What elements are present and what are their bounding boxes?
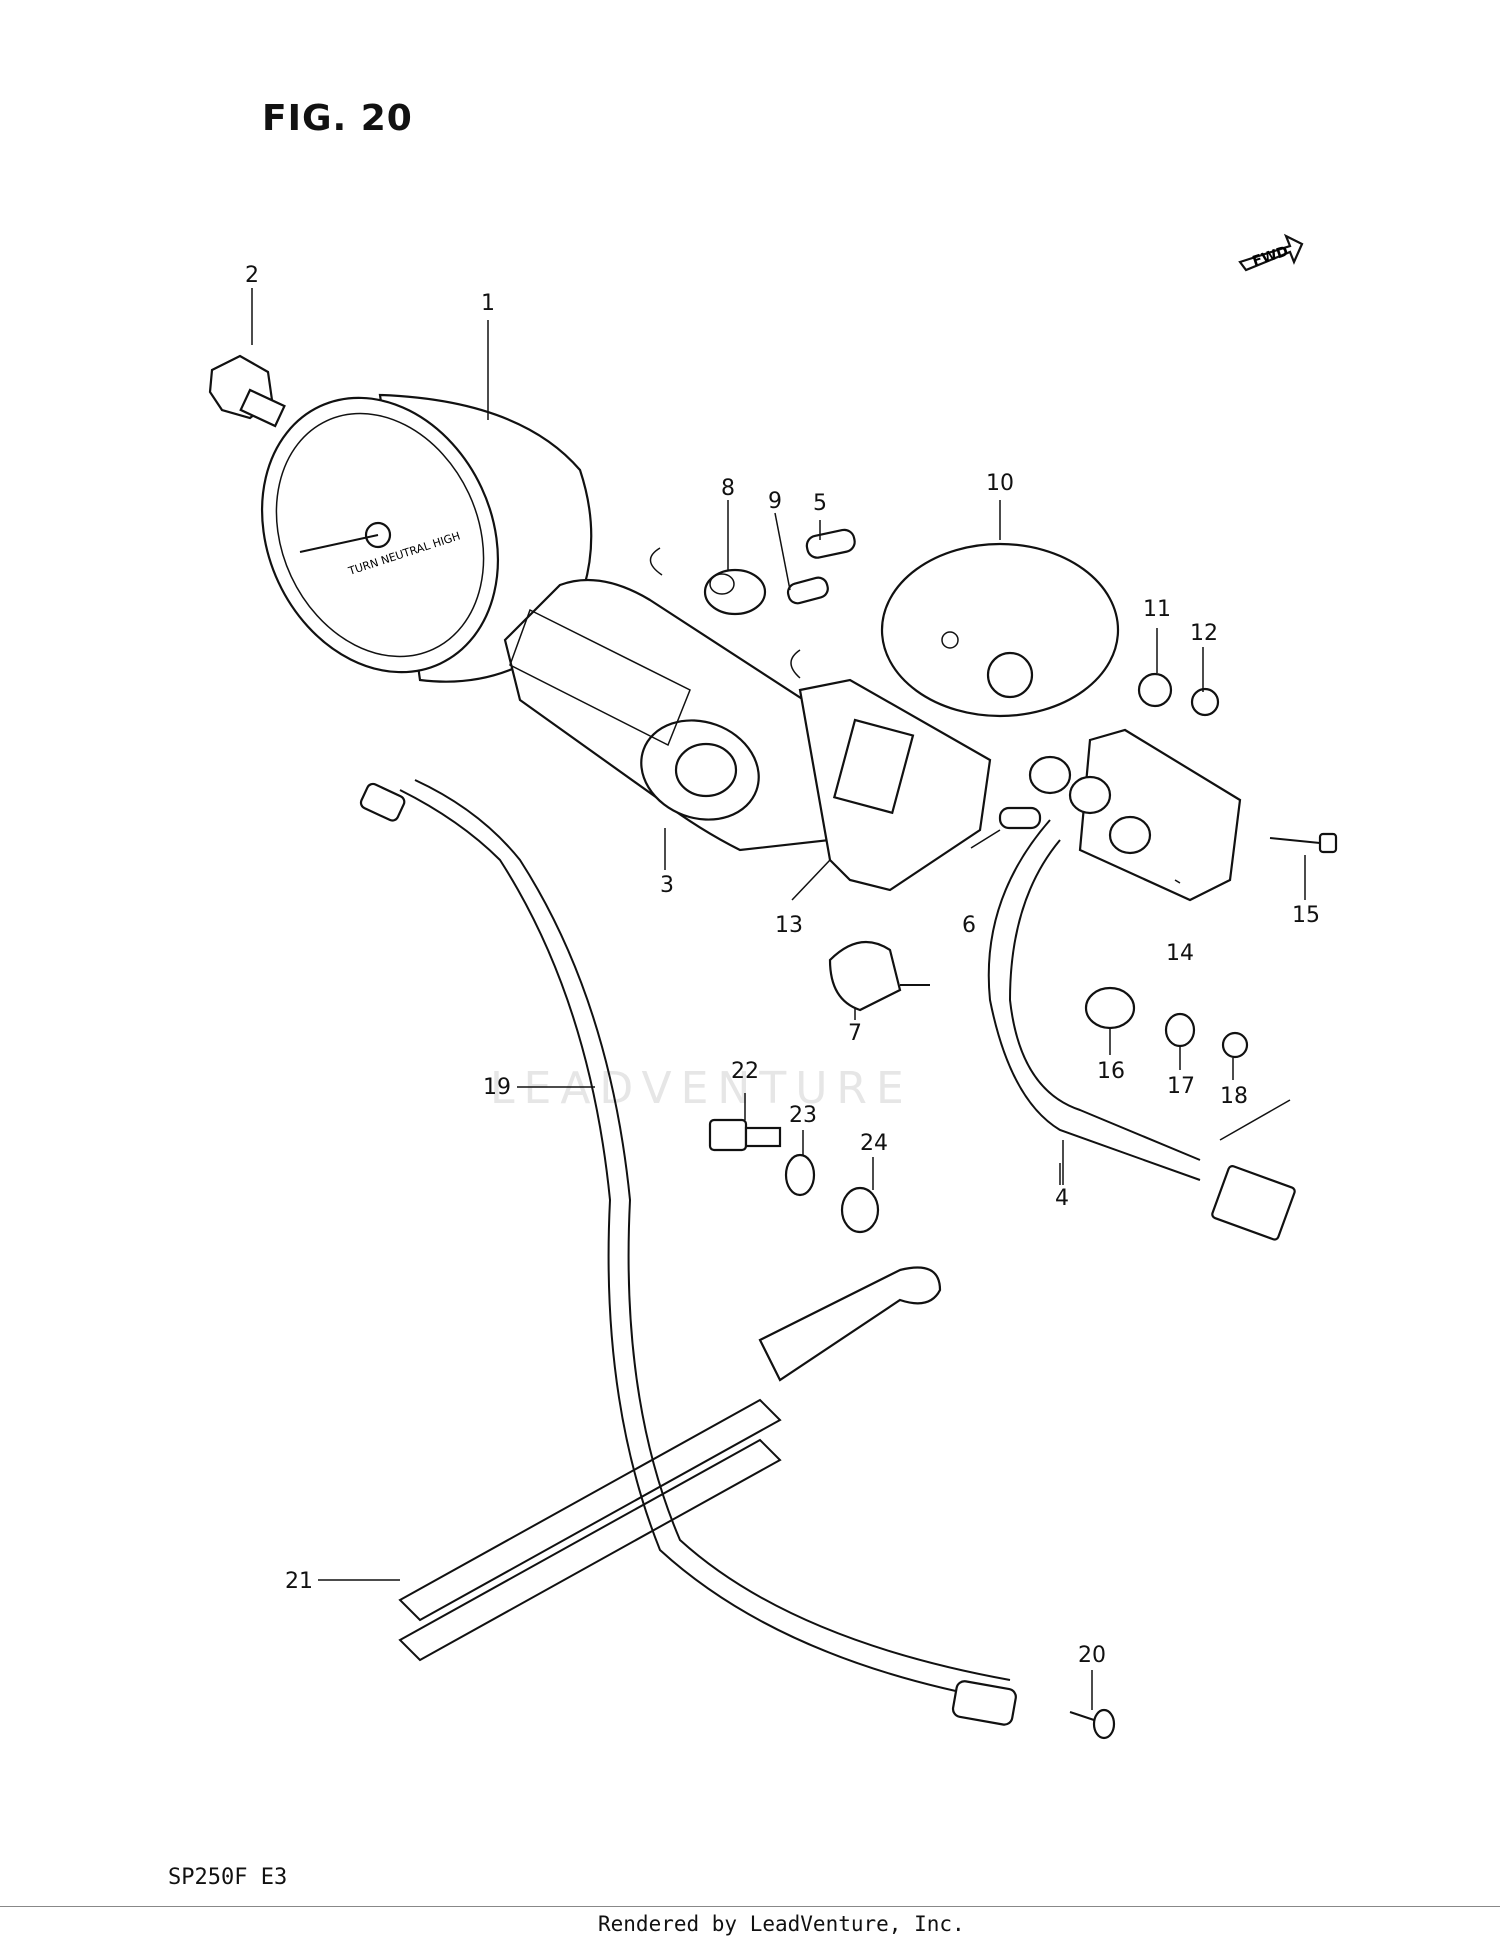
- callout-7: 7: [848, 1021, 862, 1046]
- part-23-washer: [784, 1153, 816, 1197]
- callout-4: 4: [1055, 1186, 1069, 1211]
- part-11-washer: [1137, 672, 1173, 708]
- footer: Rendered by LeadVenture, Inc.: [0, 1906, 1500, 1942]
- callout-10: 10: [986, 471, 1014, 496]
- callout-8: 8: [721, 476, 735, 501]
- part-16-grommet: [1084, 986, 1136, 1030]
- leader-lines: [251, 288, 1306, 1710]
- callout-18: 18: [1220, 1084, 1248, 1109]
- part-7-plate: [828, 940, 930, 1012]
- callout-2: 2: [245, 263, 259, 288]
- callout-15: 15: [1292, 903, 1320, 928]
- callout-11: 11: [1143, 597, 1171, 622]
- part-14-socket-board: [998, 728, 1242, 902]
- figure-title: FIG. 20: [262, 98, 413, 139]
- part-22-bolt: [708, 1118, 782, 1152]
- callout-labels: 2 1 3 4 5 6 7 8 9 10 11 12 13 14 15 16 1…: [245, 263, 1320, 1668]
- part-17-washer: [1164, 1012, 1196, 1048]
- callout-22: 22: [731, 1059, 759, 1084]
- part-4-wire-harness: [987, 819, 1296, 1241]
- callout-24: 24: [860, 1131, 888, 1156]
- callout-13: 13: [775, 913, 803, 938]
- model-code: SP250F E3: [168, 1865, 288, 1890]
- part-9-bulb: [786, 576, 829, 605]
- callout-12: 12: [1190, 621, 1218, 646]
- part-3-housing: [503, 578, 858, 852]
- part-8-grommet: [703, 568, 767, 616]
- callout-16: 16: [1097, 1059, 1125, 1084]
- callout-6: 6: [962, 913, 976, 938]
- callout-20: 20: [1078, 1643, 1106, 1668]
- clip: [790, 649, 801, 679]
- callout-17: 17: [1167, 1074, 1195, 1099]
- callout-21: 21: [285, 1569, 313, 1594]
- part-21-cable-guide: [398, 1266, 942, 1662]
- part-20-screw: [1069, 1708, 1116, 1740]
- part-12-nut: [1190, 687, 1220, 717]
- callout-5: 5: [813, 491, 827, 516]
- callout-3: 3: [660, 873, 674, 898]
- part-19-speedometer-cable: [359, 779, 1017, 1726]
- callout-23: 23: [789, 1103, 817, 1128]
- callout-1: 1: [481, 291, 495, 316]
- callout-9: 9: [768, 489, 782, 514]
- watermark: LEADVENTURE: [490, 1063, 913, 1114]
- part-10-meter-case: [880, 542, 1120, 718]
- part-24-washer: [840, 1186, 880, 1234]
- callout-14: 14: [1166, 941, 1194, 966]
- fwd-label: FWD: [1251, 243, 1291, 270]
- part-18-nut: [1221, 1031, 1249, 1059]
- part-15-screw: [1269, 832, 1338, 854]
- part-1-speedometer: TURN NEUTRAL HIGH: [260, 393, 593, 683]
- part-5-bulb: [805, 528, 856, 559]
- fwd-arrow-icon: FWD: [1238, 233, 1304, 272]
- part-2-socket: [208, 354, 286, 428]
- clip: [649, 547, 663, 576]
- part-13-bracket: [798, 678, 992, 892]
- callout-19: 19: [483, 1075, 511, 1100]
- footer-text: Rendered by LeadVenture, Inc.: [598, 1912, 965, 1936]
